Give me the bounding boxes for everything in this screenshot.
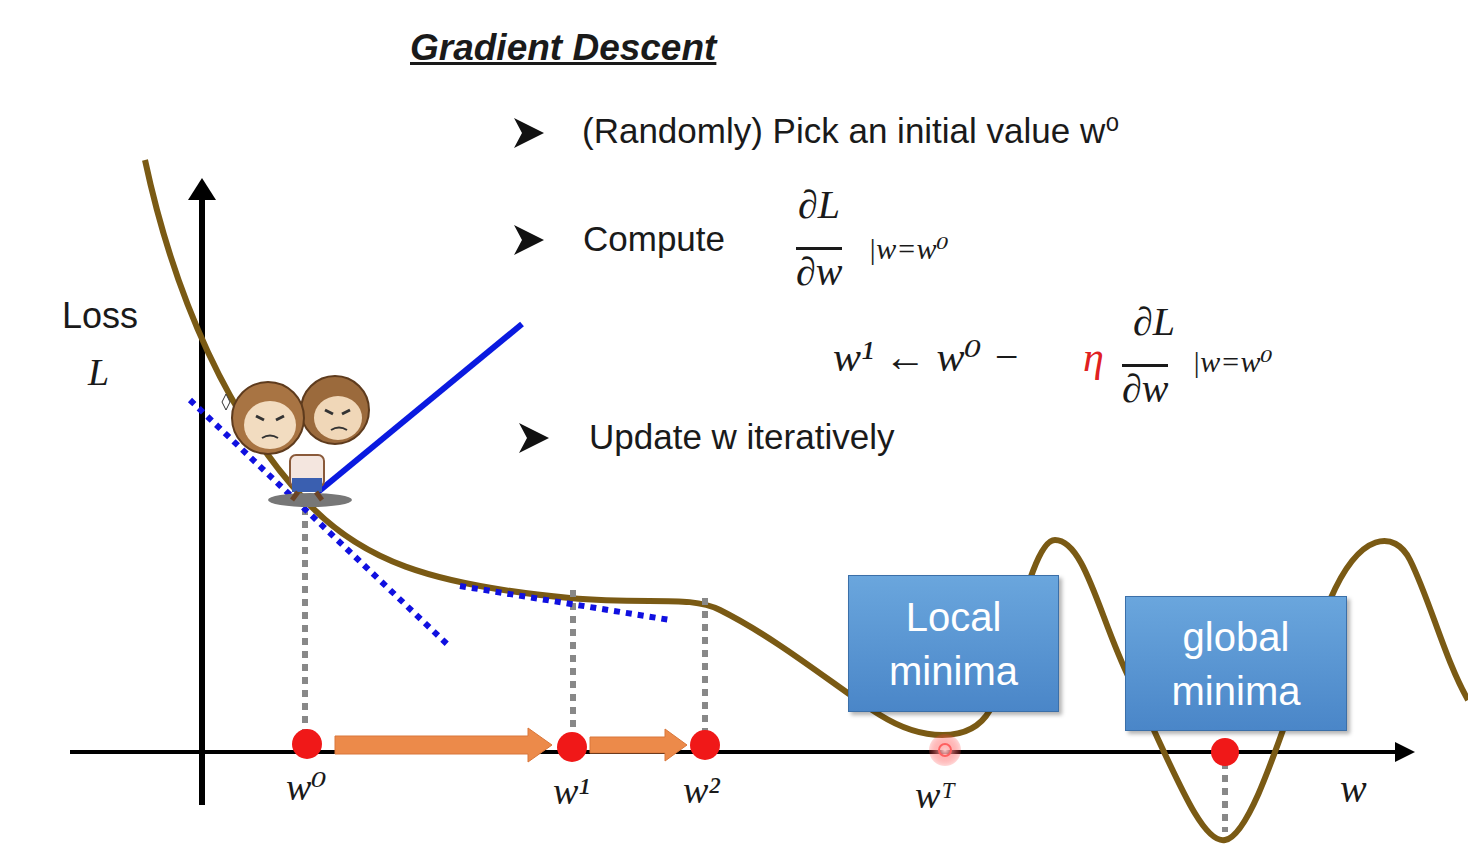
axis-label: w — [1340, 767, 1367, 811]
drop-line — [305, 508, 1225, 832]
minima-box: Local minima — [848, 575, 1059, 712]
tick-label: w² — [683, 770, 720, 812]
axis-label: L — [88, 352, 109, 394]
update-rule: w¹ ← w⁰ − — [833, 334, 1020, 380]
weight-point — [292, 729, 1239, 766]
axis-label: Loss — [62, 296, 138, 336]
tick-label: wᵀ — [915, 775, 955, 817]
box-label: global minima — [1126, 606, 1346, 722]
fraction-numerator: ∂L — [798, 183, 840, 227]
box-label: Local minima — [849, 586, 1058, 702]
loss-curve — [145, 160, 1468, 840]
step-arrow — [335, 728, 687, 762]
learning-rate: η — [1083, 334, 1104, 380]
diagram-title: Gradient Descent — [410, 28, 716, 69]
bullet-text: (Randomly) Pick an initial value w⁰ — [582, 112, 1119, 151]
bullet-text: Update w iteratively — [589, 418, 894, 457]
fraction-numerator: ∂L — [1133, 300, 1175, 344]
evaluation-subscript: |w=w⁰ — [868, 232, 949, 265]
x-axis — [70, 750, 1400, 754]
evaluation-subscript: |w=w⁰ — [1192, 345, 1273, 378]
fraction-denominator: ∂w — [796, 247, 842, 294]
y-axis — [199, 190, 205, 805]
tick-label: w⁰ — [286, 767, 327, 809]
minima-box: global minima — [1125, 596, 1347, 731]
bullet-arrow — [514, 118, 549, 453]
fraction-denominator: ∂w — [1122, 364, 1168, 411]
bullet-text: Compute — [583, 220, 725, 259]
tick-label: w¹ — [553, 771, 590, 813]
monkey-figure — [222, 376, 369, 507]
weight-point-faded — [929, 734, 961, 766]
